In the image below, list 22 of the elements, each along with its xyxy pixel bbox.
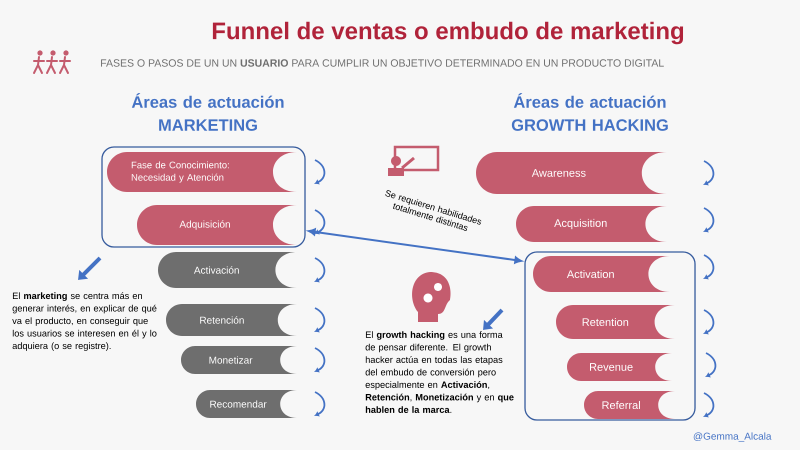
stage-pill: Recomendar	[196, 390, 297, 418]
stage-pill: Retención	[166, 304, 297, 336]
stage-pill: Activación	[158, 252, 297, 288]
author-handle: @Gemma_Alcala	[694, 432, 772, 442]
title: Funnel de ventas o embudo de marketing	[212, 22, 684, 44]
description-text: El marketing se centra más en generar interés, en explicar de qué va el producto, en conseguir que los usuarios se interesen en él y lo adquiera (o se registre).	[12, 292, 156, 351]
stage-pill: Monetizar	[181, 346, 297, 374]
stage-pill: Retention	[556, 305, 675, 339]
stage-pill: Referral	[584, 391, 675, 419]
column-heading: Áreas de actuación GROWTH HACKING	[512, 93, 668, 131]
double-arrow	[308, 228, 522, 264]
stage-pill: Revenue	[567, 353, 672, 381]
stage-pill: Awareness	[476, 152, 667, 194]
group-frame	[524, 251, 696, 421]
subtitle: FASES O PASOS DE UN UN USUARIO PARA CUMPLIR UN OBJETIVO DETERMINADO EN UN PRODUCTO DIGITAL	[101, 59, 664, 67]
stage-pill: Activation	[533, 256, 670, 292]
description-text: El growth hacking es una forma de pensar diferente. El growth hacker actúa en todas las etapas del embudo de conversión pero especialmente en Activación, Retención, Monetización y en que hablen de la marca.	[366, 331, 514, 413]
column-heading: Áreas de actuación MARKETING	[132, 93, 284, 131]
group-frame	[101, 146, 306, 248]
stage-pill: Adquisición	[137, 205, 297, 245]
stage-pill: Fase de Conocimiento: Necesidad y Atención	[107, 152, 297, 192]
stage-pill: Acquisition	[516, 206, 667, 242]
